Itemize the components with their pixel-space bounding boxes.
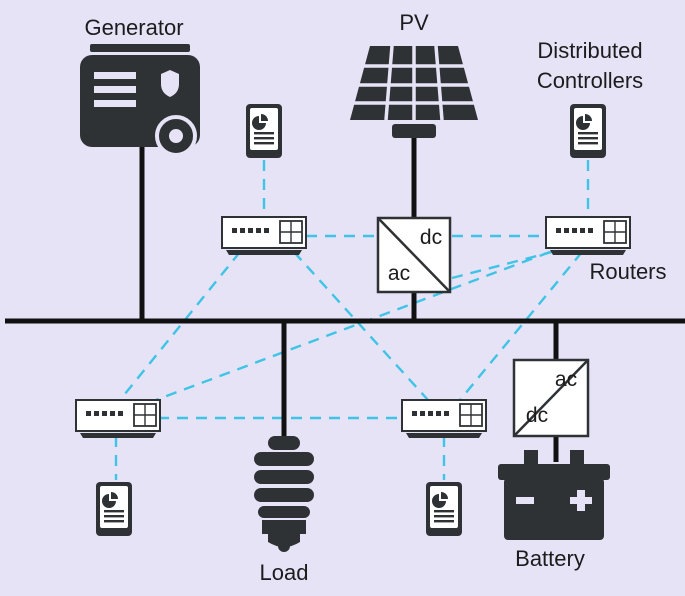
power-lines [5,136,685,462]
router-top-right [545,216,631,255]
battery-converter-top-label: ac [555,368,577,391]
link-router-tr-router-br [459,251,583,401]
battery-label: Battery [515,546,585,571]
controllers-label-line1: Distributed [537,38,642,63]
pv-panel-icon [350,45,478,138]
generator-label: Generator [84,15,183,40]
router-top-left [221,216,307,255]
controllers-label-line2: Controllers [537,68,643,93]
controller-tablet-bottom-right [426,482,462,536]
pv-label: PV [399,10,429,35]
battery-converter [512,358,590,438]
controller-tablet-top-right [570,104,606,158]
link-router-tr-router-bl [155,250,551,402]
generator-icon [80,44,200,157]
link-converter-router-tr-diag [451,250,553,280]
link-router-tl-router-br [293,251,429,401]
pv-converter-top-label: dc [420,226,442,249]
load-label: Load [260,560,309,585]
controller-tablet-bottom-left [96,482,132,536]
pv-converter-bottom-label: ac [388,262,410,285]
pv-converter [376,216,452,294]
router-bottom-right [401,399,487,438]
communication-links [114,160,590,480]
battery-icon [498,450,610,540]
controller-tablet-top-left [246,104,282,158]
battery-converter-bottom-label: dc [526,404,548,427]
routers-label: Routers [589,259,666,284]
link-router-tl-router-bl [119,251,241,401]
load-bulb-icon [254,436,314,552]
router-bottom-left [75,399,161,438]
